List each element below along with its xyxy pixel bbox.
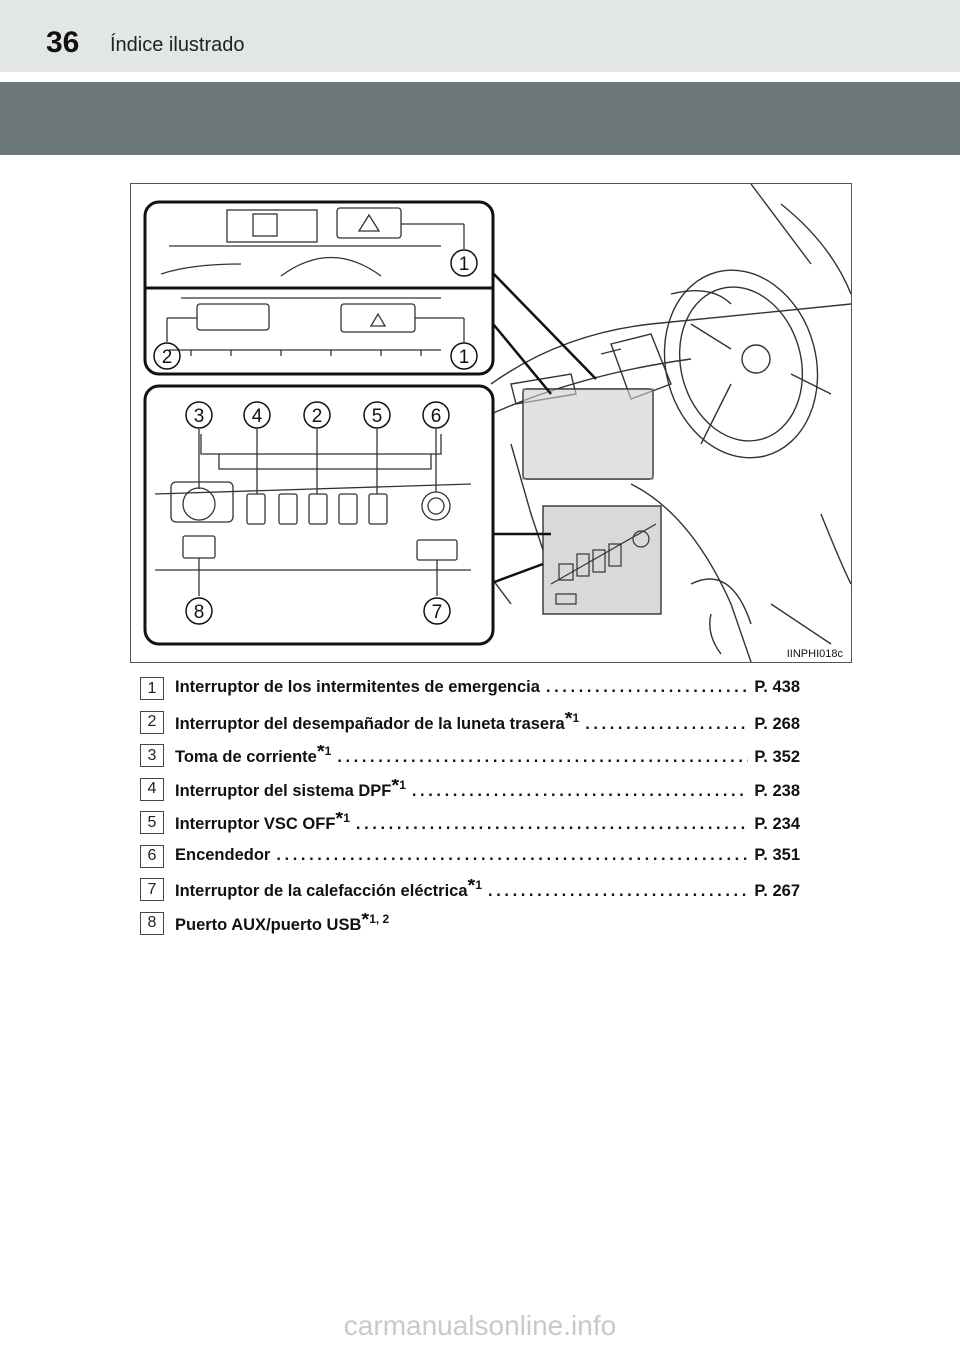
item-label: Interruptor de la calefacción eléctrica	[175, 882, 468, 900]
item-label: Interruptor de los intermitentes de emer…	[175, 678, 540, 696]
list-item: 5 Interruptor VSC OFF*1.................…	[140, 808, 820, 842]
item-label: Puerto AUX/puerto USB	[175, 915, 362, 934]
section-title: Índice ilustrado	[110, 34, 245, 56]
item-label: Interruptor VSC OFF	[175, 815, 336, 833]
item-page-ref[interactable]: P. 267	[754, 882, 800, 900]
item-footnote: 1	[343, 812, 350, 825]
list-item: 7 Interruptor de la calefacción eléctric…	[140, 875, 820, 909]
item-page-ref[interactable]: P. 234	[754, 815, 800, 833]
item-footnote: 1	[475, 879, 483, 892]
item-label: Interruptor del sistema DPF	[175, 781, 392, 800]
item-footnote: 1	[399, 778, 406, 792]
item-footnote: 1	[572, 711, 580, 725]
list-item: 4 Interruptor del sistema DPF*1.........…	[140, 775, 820, 809]
item-number: 3	[140, 744, 164, 767]
callout-7: 7	[432, 602, 443, 623]
page-number: 36	[46, 26, 80, 59]
item-label: Encendedor	[175, 845, 271, 864]
item-label: Toma de corriente	[175, 748, 317, 766]
item-number: 2	[140, 710, 164, 734]
item-list: 1 Interruptor de los intermitentes de em…	[140, 674, 820, 942]
callout-6: 6	[431, 406, 442, 427]
item-number: 1	[140, 677, 164, 700]
item-page-ref[interactable]: P. 352	[754, 748, 800, 766]
list-item: 6 Encendedor............................…	[140, 842, 820, 876]
callout-4: 4	[252, 406, 263, 427]
callout-1-top: 1	[459, 254, 470, 275]
item-number: 6	[140, 844, 164, 868]
item-page-ref[interactable]: P. 238	[754, 781, 800, 800]
list-item: 2 Interruptor del desempañador de la lun…	[140, 708, 820, 742]
callout-1-mid: 1	[459, 347, 470, 368]
item-number: 5	[140, 811, 164, 834]
dashboard-illustration: 1 2 1	[130, 183, 852, 663]
item-number: 7	[140, 878, 164, 901]
page-header: 36 Índice ilustrado	[0, 0, 960, 72]
item-number: 4	[140, 777, 164, 801]
item-page-ref[interactable]: P. 351	[754, 845, 800, 864]
list-item: 8 Puerto AUX/puerto USB*1, 2	[140, 909, 820, 943]
item-footnote: 1	[324, 745, 332, 758]
section-banner	[0, 82, 960, 155]
item-label: Interruptor del desempañador de la lunet…	[175, 714, 565, 733]
callout-2-bottom: 2	[312, 406, 323, 427]
item-page-ref[interactable]: P. 268	[754, 714, 800, 733]
item-number: 8	[140, 911, 164, 935]
callout-3: 3	[194, 406, 205, 427]
watermark: carmanualsonline.info	[343, 1310, 617, 1341]
item-footnote: 1, 2	[369, 912, 390, 926]
item-page-ref[interactable]: P. 438	[754, 678, 800, 696]
list-item: 1 Interruptor de los intermitentes de em…	[140, 674, 820, 708]
list-item: 3 Toma de corriente*1...................…	[140, 741, 820, 775]
callout-2-top: 2	[162, 347, 173, 368]
figure-code: IINPHI018c	[787, 648, 844, 660]
callout-8: 8	[194, 602, 205, 623]
callout-5: 5	[372, 406, 383, 427]
